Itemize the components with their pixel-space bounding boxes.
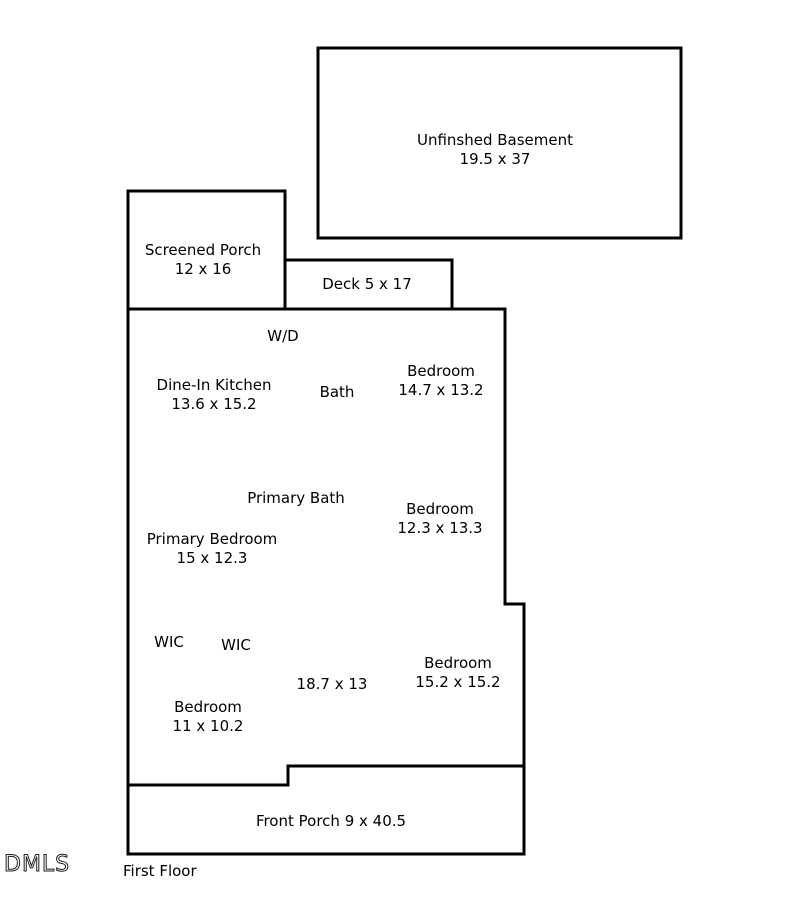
bath-label: Bath [319, 383, 355, 401]
bedroom-2-name: Bedroom [406, 500, 474, 518]
front-porch-label: Front Porch 9 x 40.5 [255, 812, 407, 830]
screened-porch-label: Screened Porch 12 x 16 [145, 241, 261, 279]
front-porch-outline [126, 764, 526, 856]
floor-caption: First Floor [123, 862, 197, 880]
screened-porch-name: Screened Porch [144, 241, 262, 259]
primary-bedroom-name: Primary Bedroom [146, 530, 278, 548]
kitchen-label: Dine-In Kitchen 13.6 x 15.2 [157, 376, 272, 414]
primary-bedroom-dims: 15 x 12.3 [176, 549, 248, 567]
kitchen-name: Dine-In Kitchen [156, 376, 272, 394]
basement-outline [316, 46, 683, 240]
mls-watermark-logo: DMLS [3, 852, 71, 878]
screened-porch-dims: 12 x 16 [174, 260, 232, 278]
bedroom-1-label: Bedroom 14.7 x 13.2 [398, 362, 483, 400]
bedroom-4-name: Bedroom [174, 698, 242, 716]
basement-dims: 19.5 x 37 [459, 150, 531, 168]
primary-bath-label: Primary Bath [247, 489, 345, 507]
deck-label: Deck 5 x 17 [322, 275, 412, 293]
basement-label: Unfinshed Basement 19.5 x 37 [417, 131, 573, 169]
bedroom-3-name: Bedroom [424, 654, 492, 672]
bedroom-2-dims: 12.3 x 13.3 [397, 519, 483, 537]
wic-1-label: WIC [154, 633, 184, 651]
bedroom-1-name: Bedroom [407, 362, 475, 380]
living-label: 18.7 x 13 [296, 675, 368, 693]
bedroom-3-dims: 15.2 x 15.2 [415, 673, 501, 691]
bedroom-3-label: Bedroom 15.2 x 15.2 [415, 654, 500, 692]
basement-name: Unfinshed Basement [416, 131, 574, 149]
bedroom-4-label: Bedroom 11 x 10.2 [173, 698, 244, 736]
wd-label: W/D [267, 327, 299, 345]
bedroom-4-dims: 11 x 10.2 [172, 717, 244, 735]
bedroom-1-dims: 14.7 x 13.2 [398, 381, 484, 399]
primary-bedroom-label: Primary Bedroom 15 x 12.3 [147, 530, 278, 568]
wic-2-label: WIC [221, 636, 251, 654]
kitchen-dims: 13.6 x 15.2 [171, 395, 257, 413]
bedroom-2-label: Bedroom 12.3 x 13.3 [397, 500, 482, 538]
